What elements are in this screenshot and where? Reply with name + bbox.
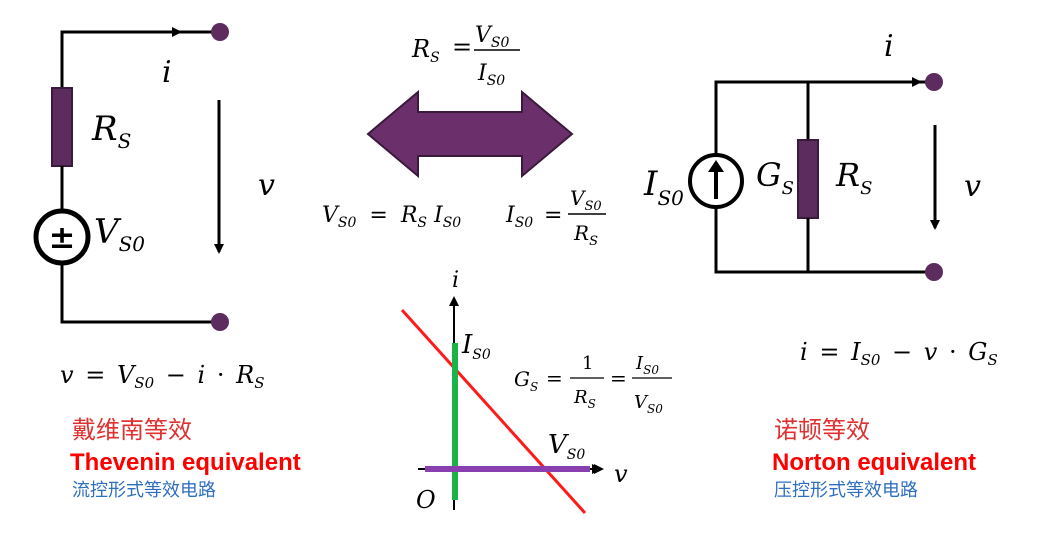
current-source-arrowhead [708, 160, 724, 172]
norton-resistor-label: RS [835, 156, 872, 199]
thevenin-resistor [51, 87, 73, 167]
double-arrow-icon [366, 89, 574, 179]
svg-text:IS0: IS0 [505, 203, 533, 231]
vs-formula: VS0 = RS IS0 [322, 203, 461, 233]
thevenin-source-label: VS0 [94, 212, 145, 256]
norton-source-label: IS0 [643, 164, 684, 210]
voltage-source-sign: ± [49, 218, 76, 256]
norton-conductance-label: GS [756, 156, 794, 199]
norton-resistor [797, 139, 819, 219]
thevenin-title-en: Thevenin equivalent [70, 449, 301, 476]
norton-circuit: i v IS0 GS RS i = IS0 − v · GS 诺顿等效 Nort… [643, 29, 998, 501]
norton-top-wire [714, 80, 926, 155]
is-formula: IS0 = VS0 RS [505, 186, 606, 249]
norton-equation: i = IS0 − v · GS [800, 338, 998, 371]
norton-title-en: Norton equivalent [772, 449, 976, 476]
thevenin-equation: v = VS0 − i · RS [60, 361, 264, 394]
svg-text:VS0: VS0 [475, 23, 509, 51]
norton-bottom-terminal [925, 263, 943, 281]
x-intercept-label: VS0 [548, 430, 585, 463]
svg-text:IS0: IS0 [477, 61, 505, 89]
thevenin-resistor-label: RS [91, 109, 131, 153]
y-axis-label: i [452, 268, 459, 293]
thevenin-voltage-label: v [258, 168, 275, 203]
svg-text:VS0 = RS: VS0 = RS IS0 [322, 203, 461, 233]
svg-text:=: = [546, 366, 563, 390]
svg-text:VS0: VS0 [570, 186, 602, 214]
thevenin-current-label: i [162, 55, 172, 90]
svg-text:RS: RS [573, 387, 596, 411]
norton-title-cn: 诺顿等效 [774, 416, 870, 444]
svg-text:=: = [610, 366, 627, 390]
thevenin-top-terminal [211, 23, 229, 41]
rs-formula: RS = VS0 IS0 [411, 23, 520, 89]
svg-text:RS: RS [573, 221, 598, 249]
origin-label: O [416, 486, 436, 514]
thevenin-subtitle-cn: 流控形式等效电路 [72, 480, 216, 501]
thevenin-top-wire [60, 30, 212, 90]
thevenin-title-cn: 戴维南等效 [72, 416, 192, 444]
svg-text:=: = [544, 203, 562, 228]
characteristic-line [400, 308, 587, 515]
gs-formula: GS = 1 RS = IS0 VS0 [514, 353, 672, 416]
norton-subtitle-cn: 压控形式等效电路 [774, 480, 918, 501]
x-axis-label: v [614, 460, 628, 488]
svg-text:RS: RS [411, 35, 440, 66]
thevenin-circuit: ± i v RS VS0 v = VS0 − i · RS 戴维南等效 Thev… [33, 23, 301, 501]
thevenin-bottom-wire [60, 263, 212, 324]
norton-current-label: i [884, 29, 894, 64]
conversion-section: RS = VS0 IS0 VS0 = RS IS0 IS0 = VS0 RS [322, 23, 606, 249]
svg-text:VS0: VS0 [634, 392, 663, 416]
vi-graph: i v O IS0 VS0 GS = 1 RS = IS0 VS0 [400, 268, 672, 515]
y-intercept-label: IS0 [461, 330, 491, 363]
thevenin-bottom-terminal [211, 313, 229, 331]
svg-text:1: 1 [582, 353, 593, 374]
svg-text:GS: GS [514, 367, 538, 394]
svg-text:=: = [452, 33, 472, 61]
norton-voltage-label: v [964, 169, 981, 204]
svg-text:IS0: IS0 [635, 353, 659, 377]
norton-top-terminal [925, 73, 943, 91]
norton-bottom-wire [714, 207, 926, 274]
